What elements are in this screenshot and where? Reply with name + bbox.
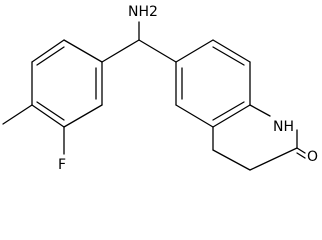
fluorine-label: F xyxy=(58,157,66,173)
methine-to-quinolinone-bond xyxy=(138,39,177,63)
methyl-bond xyxy=(2,104,33,125)
fluoromethylphenyl-ring xyxy=(31,39,103,128)
amine-label: NH2 xyxy=(128,4,158,20)
ring-to-methine-bond xyxy=(101,39,140,63)
lactam-nh-label: NH xyxy=(273,119,294,135)
carbonyl-double-bond xyxy=(296,147,306,159)
carbonyl-oxygen-label: O xyxy=(307,149,318,165)
quinolinone-benzene-ring xyxy=(175,39,251,128)
lactam-ring xyxy=(212,104,298,171)
chemical-structure-diagram: F NH2 NH O xyxy=(2,4,318,173)
